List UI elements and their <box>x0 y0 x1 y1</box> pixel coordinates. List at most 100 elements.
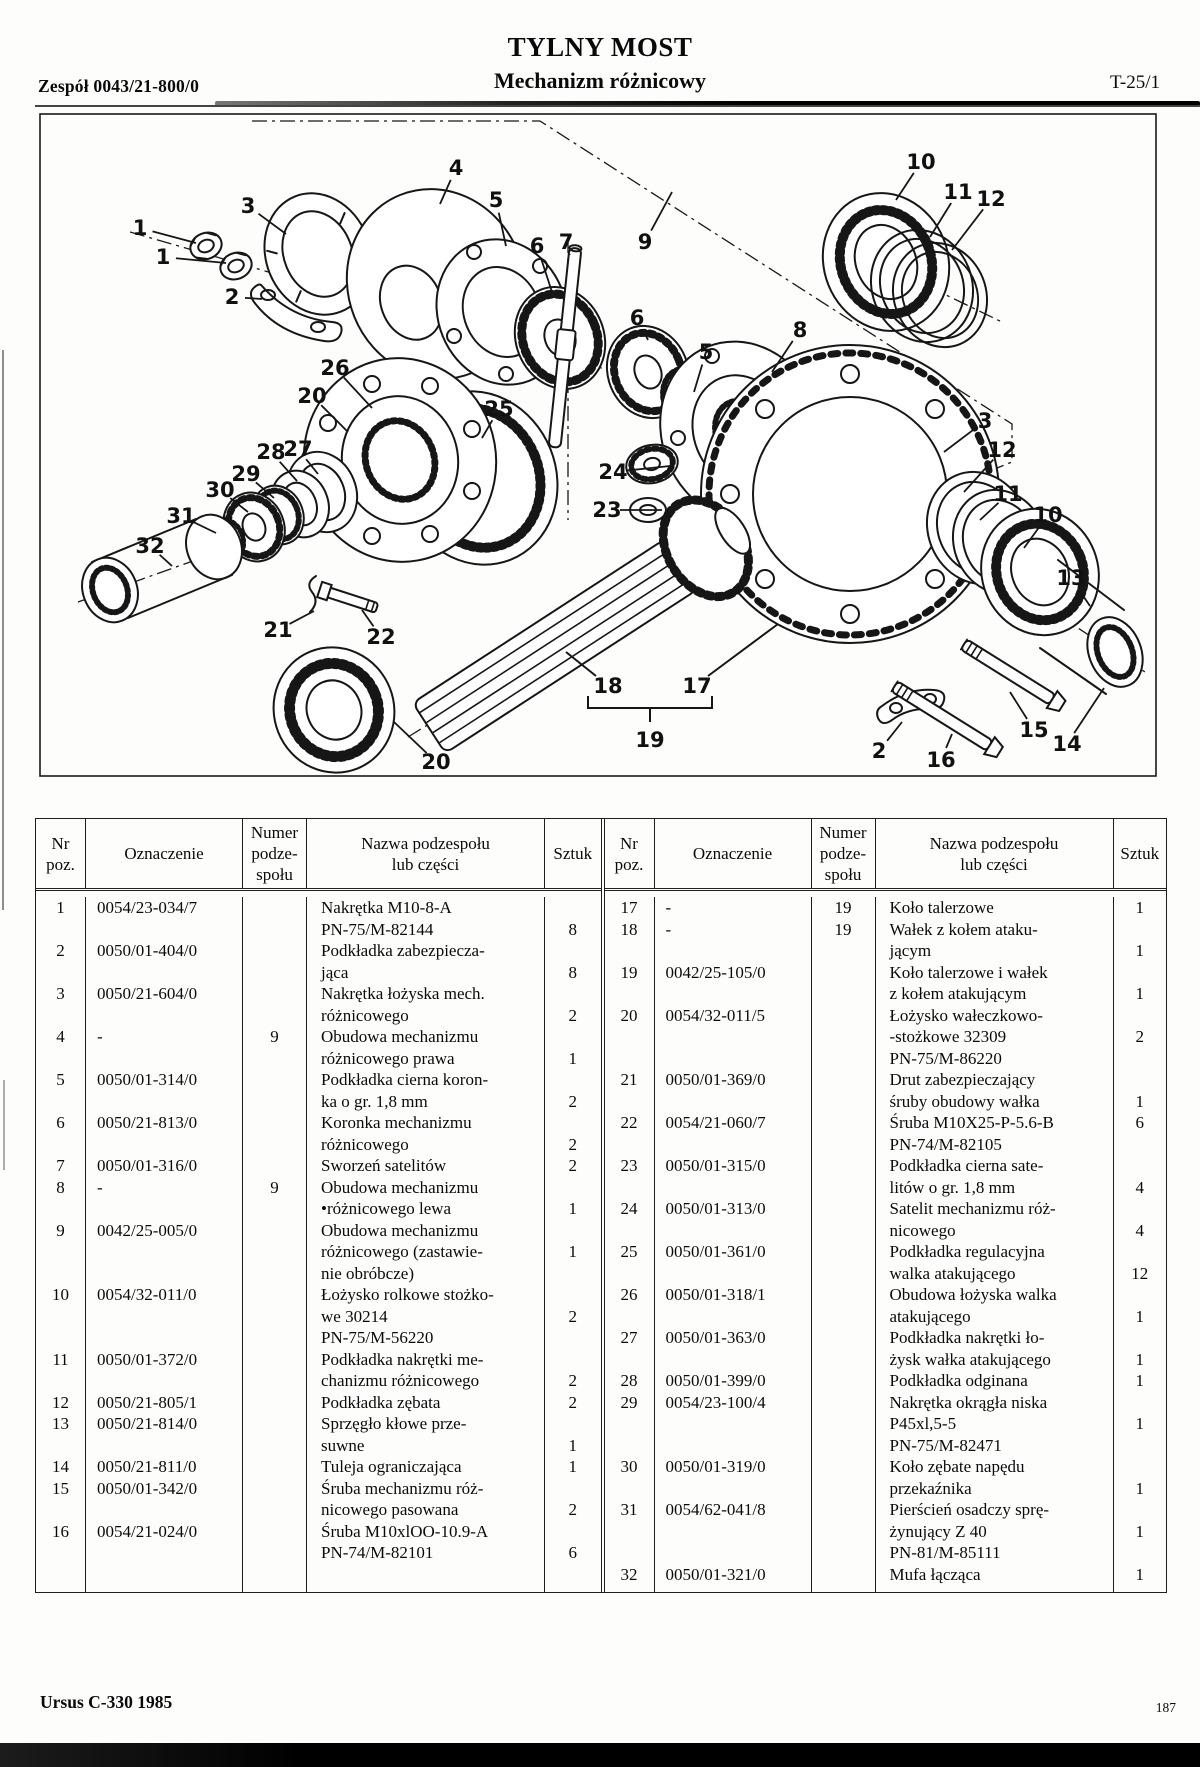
callout-leader-line <box>886 721 903 742</box>
part-name-line: PN-75/M-82144 <box>321 919 434 939</box>
part-callout: 13 <box>1056 566 1085 590</box>
cell-position-number: 21 <box>605 1069 655 1112</box>
callout-leader-line <box>159 554 173 567</box>
part-qty-line <box>1114 1284 1167 1306</box>
part-name-line: Podkładka cierna koron- <box>321 1070 489 1089</box>
part-qty-line <box>1114 1048 1167 1070</box>
part-name-line: nicowego <box>889 1220 956 1240</box>
cell-subassembly-number <box>243 1413 307 1456</box>
part-qty-line <box>545 940 601 962</box>
part-name-line: Nakrętka M10-8-A <box>321 898 452 917</box>
part-qty-line <box>1114 919 1167 941</box>
part-name-line: Śruba M10xlOO-10.9-A <box>321 1521 489 1541</box>
cell-subassembly-number <box>243 1069 307 1112</box>
part-name-line: nicowego pasowana <box>321 1500 459 1519</box>
part-name-line: Koło zębate napędu <box>889 1457 1025 1476</box>
part-callout: 22 <box>366 625 395 649</box>
part-callout: 28 <box>256 440 285 464</box>
col-header-nr: Nr poz. <box>36 819 86 888</box>
page-subtitle: Mechanizm różnicowy <box>494 68 706 93</box>
callout-leader-line <box>481 419 494 439</box>
cell-position-number: 4 <box>36 1026 86 1069</box>
part-qty-line <box>545 983 601 1005</box>
part-name-line: żysk wałka atakującego <box>889 1349 1051 1369</box>
part-callout: 15 <box>1019 718 1048 742</box>
cell-position-number: 19 <box>605 961 655 1005</box>
cell-position-number: 13 <box>36 1413 86 1456</box>
part-qty-line <box>545 1263 601 1285</box>
part-name-line: PN-75/M-86220 <box>889 1048 1002 1068</box>
part-name-line: Obudowa mechanizmu <box>321 1027 479 1046</box>
cell-designation: 0042/25-005/0 <box>86 1219 243 1284</box>
part-name-line: Podkładka zabezpiecza- <box>321 941 485 960</box>
cell-position-number: 22 <box>605 1112 655 1155</box>
cell-quantity: 4 <box>1114 1155 1167 1198</box>
part-qty-line: 1 <box>1135 1564 1145 1584</box>
parts-table: Nr poz. Oznaczenie Numer podze- społu Na… <box>35 818 1167 1593</box>
cell-part-name: Podkładka nakrętki me-chanizmu różnicowe… <box>307 1348 545 1392</box>
cell-designation: - <box>86 1176 243 1220</box>
callout-leader-line <box>229 497 249 513</box>
callout-leader-line <box>540 258 553 293</box>
cell-subassembly-number <box>812 1241 876 1284</box>
cell-quantity: 1 <box>1114 962 1167 1005</box>
cell-quantity: 1 <box>545 1177 601 1220</box>
part-callout: 27 <box>283 437 312 461</box>
cell-subassembly-number <box>243 1520 307 1564</box>
cell-position-number: 5 <box>36 1069 86 1112</box>
callout-leader-line <box>320 404 349 433</box>
part-qty-line <box>545 1478 601 1500</box>
cell-part-name: Podkładka odginana <box>876 1370 1114 1392</box>
page-number: 187 <box>1155 1700 1176 1715</box>
cell-position-number: 23 <box>605 1155 655 1198</box>
part-qty-line <box>1114 1542 1167 1564</box>
part-qty-line: 1 <box>568 1457 578 1476</box>
part-qty-line: 1 <box>1135 941 1145 960</box>
cell-position-number: 29 <box>605 1391 655 1456</box>
cell-position-number: 1 <box>36 897 86 940</box>
cell-subassembly-number <box>243 983 307 1026</box>
part-qty-line: 2 <box>568 1005 578 1025</box>
part-qty-line: 12 <box>1131 1263 1149 1283</box>
part-callout: 12 <box>987 438 1016 462</box>
cell-position-number: 7 <box>36 1155 86 1177</box>
part-callout: 5 <box>699 340 714 364</box>
cell-quantity: 1 <box>1114 919 1167 962</box>
cell-subassembly-number <box>812 1069 876 1112</box>
part-callout: 24 <box>598 460 627 484</box>
cell-designation: - <box>655 897 812 919</box>
scan-bottom-bar <box>0 1743 1200 1767</box>
page-title: TYLNY MOST <box>507 32 693 62</box>
cell-designation: 0054/21-024/0 <box>86 1520 243 1564</box>
part-name-line: Sprzęgło kłowe prze- <box>321 1414 467 1433</box>
cell-position-number: 11 <box>36 1348 86 1392</box>
cell-position-number: 18 <box>605 918 655 962</box>
part-name-line: Pierścień osadczy sprę- <box>889 1500 1050 1519</box>
part-qty-line: 4 <box>1135 1177 1145 1197</box>
part-name-line: różnicowego (zastawie- <box>321 1242 483 1261</box>
part-qty-line <box>1114 1392 1167 1414</box>
part-callout: 4 <box>449 156 464 180</box>
callout-leader-line <box>244 296 263 300</box>
callout-leader-line <box>771 340 794 373</box>
part-name-line: jąca <box>321 962 349 982</box>
part-qty-line <box>1114 1435 1167 1457</box>
cell-quantity: 8 <box>545 940 601 983</box>
part-callout: 20 <box>297 384 326 408</box>
part-qty-line: 1 <box>1135 1478 1145 1498</box>
part-name-line: przekaźnika <box>889 1478 972 1498</box>
cell-part-name: Sworzeń satelitów <box>307 1155 545 1177</box>
